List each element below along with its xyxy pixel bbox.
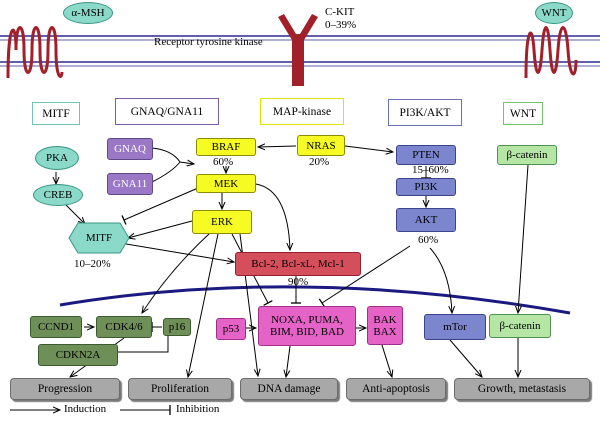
pten-percent: 15–60%: [412, 164, 449, 176]
header-map-kinase: MAP-kinase: [260, 98, 344, 125]
bcl2-percent: 90%: [288, 276, 309, 288]
alpha-msh-receptor: [6, 26, 64, 79]
node-braf: BRAF: [196, 138, 256, 156]
outcome-dna-damage: DNA damage: [240, 378, 338, 400]
node-erk: ERK: [192, 210, 252, 234]
node-beta-catenin-bottom: β-catenin: [489, 314, 551, 338]
node-pi3k: PI3K: [396, 178, 456, 196]
mitf-percent: 10–20%: [74, 258, 111, 270]
node-pka: PKA: [35, 146, 79, 170]
node-ccnd1: CCND1: [30, 316, 82, 338]
node-bcl2: Bcl-2, Bcl-xL, Mcl-1: [235, 252, 361, 276]
header-mitf: MITF: [32, 102, 80, 125]
braf-percent: 60%: [213, 156, 234, 168]
noxa-line-1: NOXA, PUMA,: [271, 314, 343, 326]
ckit-label: C-KIT: [325, 6, 355, 18]
rtk-label: Receptor tyrosine kinase: [154, 36, 263, 48]
node-cdkn2a: CDKN2A: [38, 344, 118, 366]
outcome-growth-metastasis: Growth, metastasis: [454, 378, 590, 400]
nras-percent: 20%: [309, 156, 330, 168]
node-mek: MEK: [196, 174, 256, 193]
legend-induction: Induction: [64, 403, 107, 415]
node-beta-catenin-top: β-catenin: [497, 145, 557, 165]
node-gnaq: GNAQ: [107, 138, 153, 160]
node-noxa: NOXA, PUMA, BIM, BID, BAD: [258, 306, 356, 346]
node-p53: p53: [216, 318, 246, 340]
node-pten: PTEN: [396, 145, 456, 165]
ckit-receptor: [278, 14, 318, 86]
node-nras: NRAS: [297, 135, 345, 156]
node-mitf-hexagon: [68, 222, 130, 254]
node-mitf: MITF: [85, 232, 113, 244]
nuclear-membrane: [59, 285, 571, 315]
wnt-receptor: [524, 26, 578, 79]
header-wnt: WNT: [503, 102, 543, 125]
node-akt: AKT: [396, 208, 456, 232]
header-gnaq-gna11: GNAQ/GNA11: [115, 98, 219, 125]
header-pi3k-akt: PI3K/AKT: [388, 99, 462, 126]
outcome-proliferation: Proliferation: [128, 378, 232, 400]
alpha-msh-ligand: α-MSH: [63, 2, 113, 24]
legend-inhibition: Inhibition: [176, 403, 220, 415]
akt-percent: 60%: [418, 234, 439, 246]
outcome-anti-apoptosis: Anti-apoptosis: [346, 378, 446, 400]
outcome-progression: Progression: [10, 378, 120, 400]
node-creb: CREB: [33, 184, 83, 206]
noxa-line-2: BIM, BID, BAD: [270, 326, 344, 338]
wnt-ligand: WNT: [535, 2, 573, 24]
ckit-percent: 0–39%: [325, 19, 357, 31]
node-bak-bax: BAK BAX: [367, 306, 403, 345]
node-p16: p16: [163, 318, 191, 336]
bak-label: BAK: [373, 313, 397, 326]
node-gna11: GNA11: [107, 173, 153, 195]
node-cdk46: CDK4/6: [96, 316, 152, 338]
node-mtor: mTor: [424, 314, 486, 340]
bax-label: BAX: [373, 325, 397, 338]
